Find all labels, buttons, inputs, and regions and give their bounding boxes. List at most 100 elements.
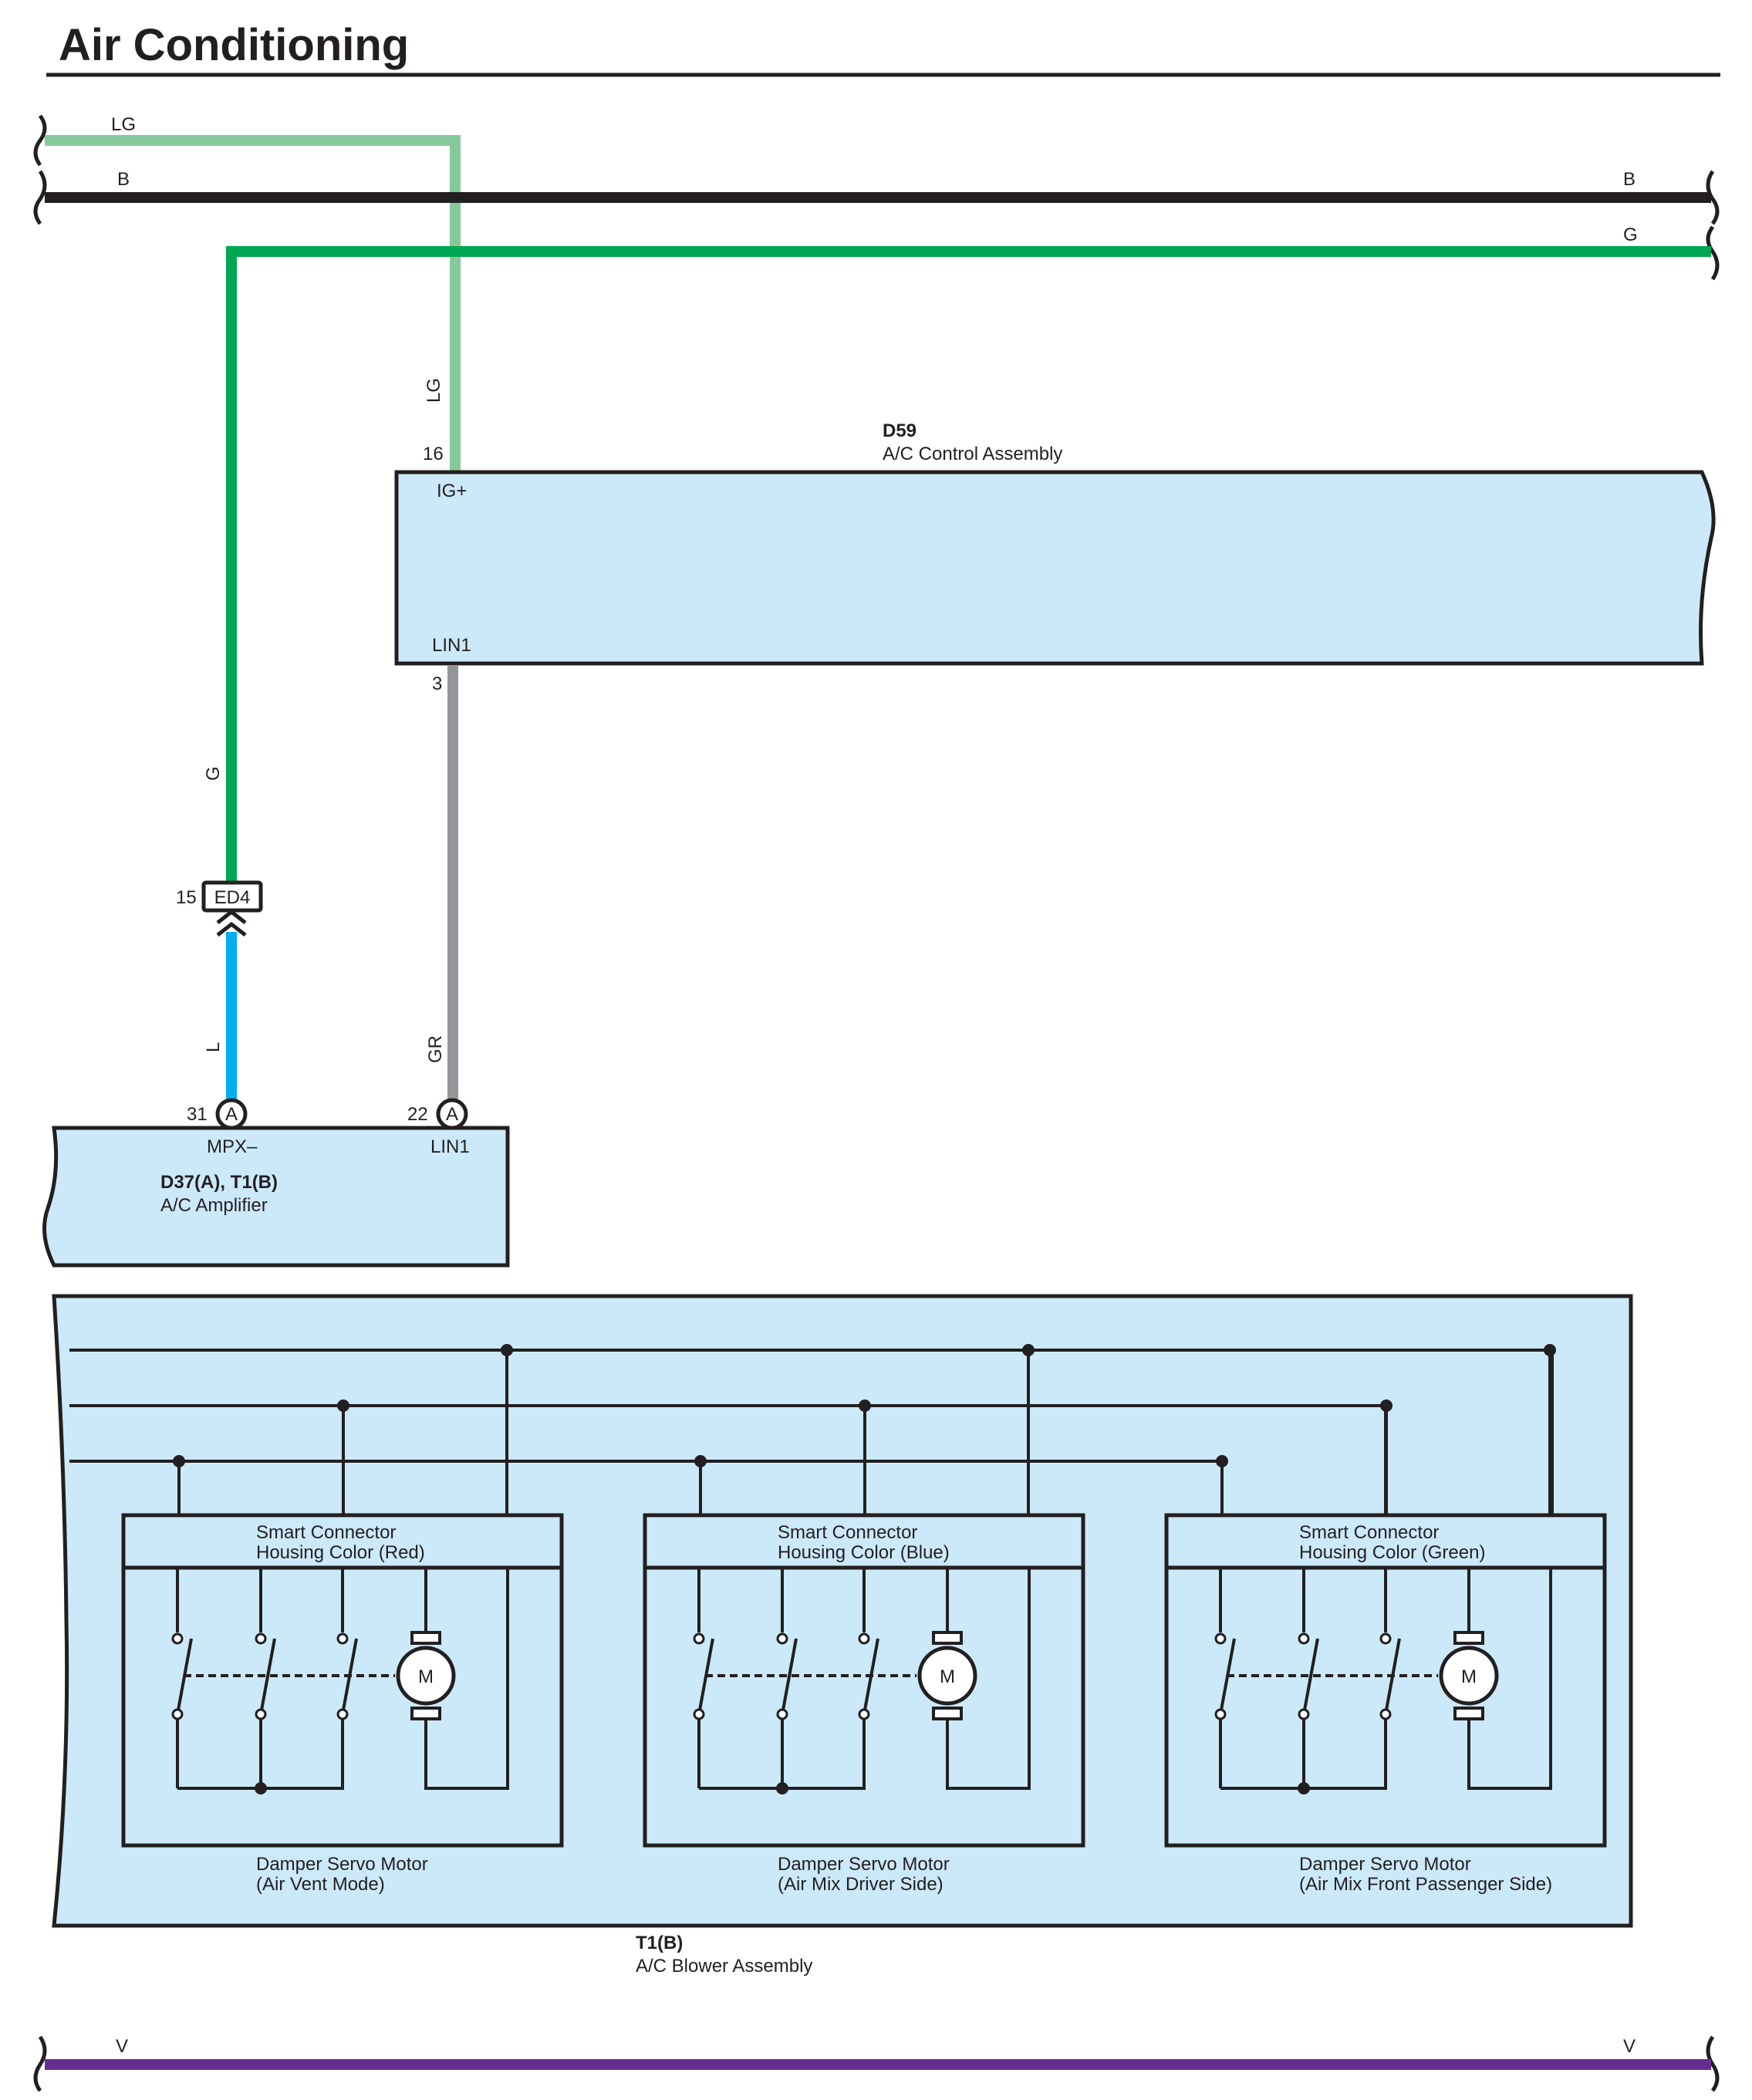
break-right-g — [1706, 225, 1720, 281]
motor-return — [1467, 1568, 1552, 1790]
servo-motor-box — [643, 1513, 1085, 1848]
motor-brush-bottom — [932, 1707, 963, 1720]
terminal-lin1-control: LIN1 — [432, 635, 471, 656]
switch-contact — [1298, 1708, 1310, 1720]
terminal-ig: IG+ — [437, 481, 467, 501]
break-left-b — [33, 170, 47, 225]
motor-icon — [1439, 1646, 1499, 1706]
caption-line1: Damper Servo Motor — [778, 1854, 950, 1875]
switch-contact — [255, 1708, 267, 1720]
motor-return — [424, 1568, 509, 1790]
motor-icon — [917, 1646, 977, 1706]
connector-circle-lin1 — [436, 1098, 468, 1130]
header-line1: Smart Connector — [256, 1522, 396, 1543]
switch-contact — [171, 1708, 184, 1720]
switch-contact — [776, 1632, 788, 1645]
caption-line2: (Air Mix Driver Side) — [778, 1874, 944, 1895]
switch-contact — [171, 1632, 184, 1645]
caption-line2: (Air Vent Mode) — [256, 1874, 385, 1895]
switch-contact — [776, 1708, 788, 1720]
servo-motor-box — [1164, 1513, 1607, 1848]
break-right-v — [1706, 2035, 1720, 2092]
motor-brush-bottom — [410, 1707, 441, 1720]
switch-contact — [1214, 1632, 1227, 1645]
bus-wires-top: LG B B G — [33, 114, 1720, 896]
splice-dot — [1298, 1782, 1310, 1794]
bus-label-g-right: G — [1623, 225, 1638, 245]
connector-letter-mpx: A — [225, 1104, 238, 1125]
page-title: Air Conditioning — [59, 20, 409, 70]
splice-dot — [1544, 1344, 1556, 1356]
bus-label-v-left: V — [116, 2036, 128, 2057]
splice-dot — [173, 1455, 185, 1467]
motor-brush-top — [1453, 1631, 1484, 1645]
header-line2: Housing Color (Green) — [1299, 1542, 1485, 1563]
header-line2: Housing Color (Red) — [256, 1542, 425, 1563]
switch-contact — [693, 1708, 705, 1720]
bus-wires-bottom: V V — [33, 2035, 1720, 2092]
control-assembly: D59 A/C Control Assembly 16 IG+ LIN1 3 — [394, 420, 1716, 694]
blower-code: T1(B) — [636, 1933, 683, 1953]
wire-label-l: L — [203, 1042, 224, 1052]
connector-letter-lin1: A — [446, 1104, 458, 1125]
amplifier-box — [42, 1126, 510, 1268]
break-left-lg — [33, 114, 47, 167]
splice-dot — [1380, 1399, 1392, 1412]
break-right-b — [1706, 170, 1720, 225]
caption-line2: (Air Mix Front Passenger Side) — [1299, 1874, 1552, 1895]
splice-dot — [859, 1399, 871, 1412]
motor-return — [946, 1568, 1031, 1790]
header-line1: Smart Connector — [778, 1522, 917, 1543]
terminal-lin1-amplifier: LIN1 — [430, 1136, 470, 1157]
splice-dot — [501, 1344, 513, 1356]
switch-blade — [781, 1638, 798, 1715]
junction-connector-ed4: ED4 15 — [176, 880, 263, 937]
switch-contact — [1214, 1708, 1227, 1720]
amplifier-code: D37(A), T1(B) — [160, 1172, 278, 1193]
header-line2: Housing Color (Blue) — [778, 1542, 950, 1563]
bus-label-lg: LG — [111, 114, 136, 135]
connector-circle-mpx — [215, 1098, 248, 1130]
bus-label-b-left: B — [117, 169, 130, 190]
motor-brush-top — [410, 1631, 441, 1645]
motor-symbol: M — [1461, 1666, 1477, 1687]
bus-label-b-right: B — [1623, 169, 1636, 190]
splice-dot — [255, 1782, 267, 1794]
connector-chevron-icon-2 — [216, 921, 247, 937]
splice-dot — [776, 1782, 788, 1794]
bus-label-v-right: V — [1623, 2036, 1636, 2057]
control-assembly-code: D59 — [883, 420, 917, 441]
control-assembly-box — [394, 470, 1716, 666]
blower-name: A/C Blower Assembly — [636, 1956, 812, 1977]
splice-dot — [1216, 1455, 1228, 1467]
splice-dot — [694, 1455, 707, 1467]
motor-brush-top — [932, 1631, 963, 1645]
switch-contact — [858, 1708, 870, 1720]
pin-number-16: 16 — [423, 444, 444, 464]
header-line1: Smart Connector — [1299, 1522, 1439, 1543]
pin-number-3: 3 — [432, 674, 442, 694]
common-return — [699, 1719, 866, 1790]
motor-symbol: M — [418, 1666, 434, 1687]
switch-blade — [259, 1638, 276, 1715]
servo-motor-box — [121, 1513, 564, 1848]
caption-line1: Damper Servo Motor — [256, 1854, 428, 1875]
switch-contact — [336, 1708, 349, 1720]
vertical-wires: LG G L GR — [203, 378, 458, 1103]
switch-contact — [858, 1632, 870, 1645]
amplifier: A A 31 22 MPX– LIN1 D37(A), T1(B) A/C Am… — [42, 1098, 510, 1268]
wire-label-g: G — [203, 766, 224, 781]
break-left-v — [33, 2035, 47, 2092]
switch-contact — [1379, 1632, 1392, 1645]
switch-contact — [1379, 1708, 1392, 1720]
common-return — [1220, 1719, 1387, 1790]
switch-blade — [1302, 1638, 1319, 1715]
amplifier-name: A/C Amplifier — [160, 1195, 268, 1216]
motor-brush-bottom — [1453, 1707, 1484, 1720]
switch-contact — [693, 1632, 705, 1645]
bus-g — [226, 246, 1711, 896]
